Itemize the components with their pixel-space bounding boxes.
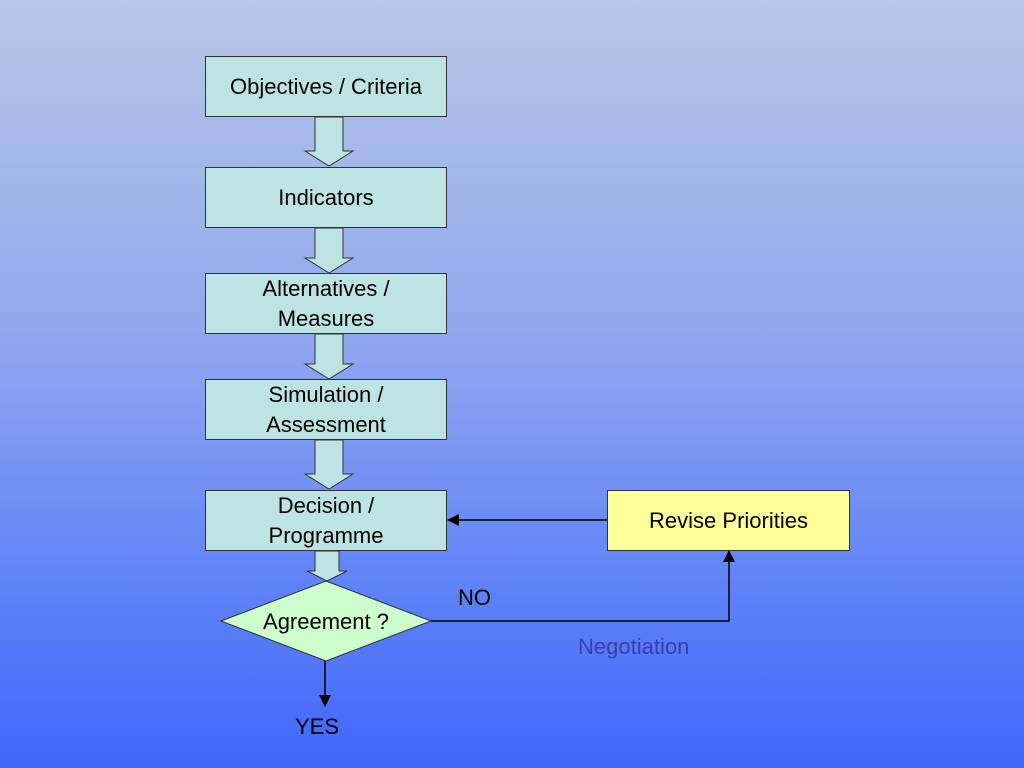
objectives-criteria-box: Objectives / Criteria	[205, 56, 447, 117]
indicators-box: Indicators	[205, 167, 447, 228]
block-arrow-simulation-to-decision	[303, 439, 355, 490]
agreement-diamond	[219, 580, 433, 662]
block-arrow-alternatives-to-simulation	[303, 333, 355, 380]
revise-priorities-box: Revise Priorities	[607, 490, 850, 551]
agreement-label: Agreement ?	[263, 609, 389, 634]
no-connector-line	[431, 550, 735, 622]
decision-programme-box: Decision / Programme	[205, 490, 447, 551]
block-arrow-objectives-to-indicators	[303, 116, 355, 167]
negotiation-label: Negotiation	[578, 634, 690, 659]
yes-label: YES	[295, 714, 340, 739]
block-arrow-decision-to-agreement	[306, 550, 348, 582]
simulation-assessment-box: Simulation / Assessment	[205, 379, 447, 440]
alternatives-measures-box: Alternatives / Measures	[205, 273, 447, 334]
no-label: NO	[458, 585, 491, 610]
block-arrow-indicators-to-alternatives	[303, 227, 355, 274]
